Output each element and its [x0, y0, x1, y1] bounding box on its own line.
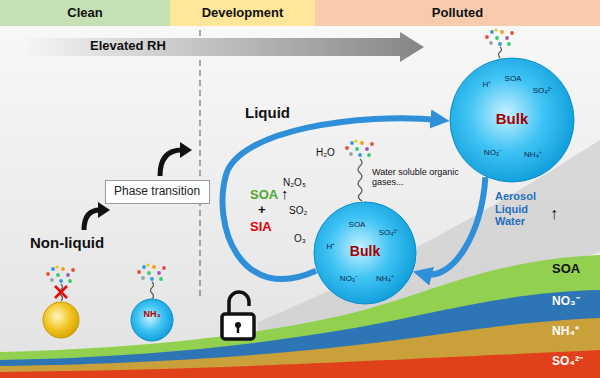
node-text: NO₃⁻ [484, 148, 502, 157]
increase-arrow: ↑ [550, 205, 558, 223]
nitrate-band [0, 290, 600, 378]
gas-label: H₂O [316, 147, 335, 159]
process-box: Phase transition [105, 180, 210, 204]
node-text: Polluted [432, 6, 483, 21]
node-text: SO₄²⁻ [533, 86, 554, 95]
sulfate-band [0, 350, 600, 378]
arrow-head [98, 202, 110, 218]
unlock-icon [222, 292, 254, 339]
droplet-small: Bulk SOA SO₄²⁻ NH₄⁺ NO₃⁻ H⁺ [313, 201, 417, 305]
node-text: SO₄²⁻ [379, 228, 400, 237]
soa-band [0, 255, 600, 378]
molecule-cluster [345, 139, 374, 157]
lock-shackle [229, 292, 249, 314]
uptake-wave [151, 282, 154, 299]
node-text: SOA [505, 74, 522, 83]
solid-particle [43, 302, 79, 338]
panel-ground [0, 26, 600, 378]
node-text: NO₃⁻ [340, 274, 358, 283]
node-text: Elevated RH [90, 39, 166, 54]
molecule-cluster [485, 28, 514, 46]
node-text: NH₄⁺ [524, 150, 542, 159]
node-text: Bulk [496, 110, 529, 127]
arrow-head [180, 142, 192, 158]
band-label: NH₄⁺ [552, 325, 579, 339]
blocked-mark [55, 286, 67, 298]
liquid-particle: NH₃ [130, 298, 174, 342]
circle-outline [130, 298, 174, 342]
node-text: SOA [349, 220, 366, 229]
uptake-wave [499, 47, 502, 58]
gas-label: O₃ [294, 233, 306, 245]
gas-label: Water soluble organic gases... [372, 167, 464, 188]
rh-arrow: Elevated RH [28, 32, 424, 62]
node-text: H⁺ [327, 242, 336, 251]
node-text: NH₄⁺ [376, 274, 394, 283]
node-text: Phase transition [114, 185, 200, 199]
arrow-outline [28, 32, 424, 62]
gas-label: SO₂ [289, 205, 307, 217]
species-label: SOA [250, 188, 278, 203]
gas-label: N₂O₅ [283, 177, 306, 189]
band-label: SO₄²⁻ [552, 355, 583, 369]
circle-shape [314, 202, 416, 304]
node-text: H⁺ [483, 80, 492, 89]
band-label: SOA [552, 262, 580, 277]
state-label: Non-liquid [30, 234, 104, 251]
molecule-cluster [137, 263, 166, 281]
circle-shape [450, 58, 574, 182]
stage-band: Polluted [315, 0, 600, 26]
molecule-cluster [46, 265, 75, 283]
arrow-shape [28, 32, 424, 62]
node-text: Development [202, 6, 284, 21]
stage-band: Clean [0, 0, 170, 26]
droplet-large: Bulk H⁺ SOA SO₄²⁻ NO₃⁻ NH₄⁺ [449, 57, 575, 183]
water-label: Aerosol Liquid Water [495, 190, 547, 228]
dashed-divider [199, 30, 201, 300]
bent-arrow [160, 150, 182, 176]
node-text: Bulk [350, 243, 380, 259]
node-text: Clean [67, 6, 102, 21]
band-label: NO₃⁻ [552, 295, 580, 309]
uptake-wave [358, 159, 362, 201]
species-label: SIA [250, 220, 272, 235]
plus-sign: + [258, 203, 266, 218]
lock-body [222, 314, 254, 339]
ammonium-band [0, 318, 600, 378]
stage-band: Development [170, 0, 315, 26]
node-text: NH₃ [143, 309, 160, 319]
lock-keyhole [237, 326, 239, 333]
blocked-mark [55, 286, 67, 298]
circle-shape [131, 299, 173, 341]
cycle-arrow [422, 177, 485, 275]
bent-arrow [84, 210, 100, 230]
state-label: Liquid [245, 104, 290, 121]
